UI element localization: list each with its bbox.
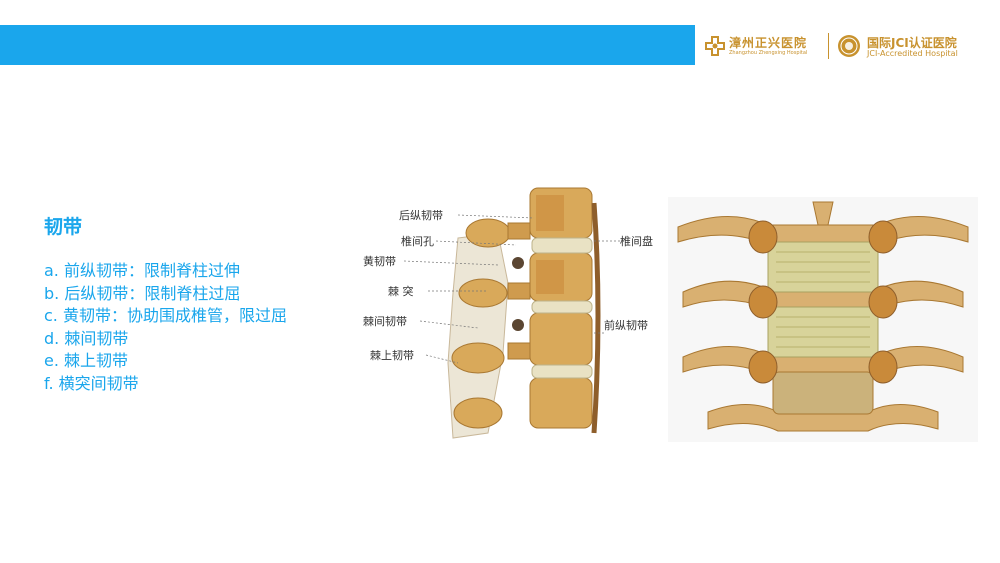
spinous-process (453, 397, 503, 429)
list-item: b. 后纵韧带：限制脊柱过屈 (44, 283, 241, 303)
ligament-list: a. 前纵韧带：限制脊柱过伸 b. 后纵韧带：限制脊柱过屈 c. 黄韧带：协助围… (44, 260, 287, 395)
vertebra-row (707, 404, 939, 432)
spine-anterior-figure (668, 197, 978, 442)
slide-title: 韧带 (44, 216, 83, 238)
jci-name: 国际JCI认证医院 (867, 36, 957, 50)
intervertebral-disc (531, 237, 593, 254)
jci-seal-icon (838, 35, 860, 57)
lamina (458, 278, 508, 308)
label-intervertebral-foramen: 椎间孔 (401, 234, 434, 248)
label-interspinous: 棘间韧带 (363, 315, 407, 328)
list-item: e. 棘上韧带 (44, 351, 129, 370)
hospital-cross-icon (705, 36, 725, 56)
label-posterior-longitudinal: 后纵韧带 (399, 209, 443, 222)
jci-name-en: JCI-Accredited Hospital (867, 49, 958, 58)
ligament-band (767, 306, 879, 358)
logo-area: 漳州正兴医院 Zhangzhou Zhengxing Hospital 国际JC… (697, 25, 1000, 65)
header-bar (0, 25, 695, 65)
list-item: f. 横突间韧带 (44, 373, 139, 393)
label-anterior-longitudinal: 前纵韧带 (604, 318, 648, 332)
hospital-name-en: Zhangzhou Zhengxing Hospital (729, 50, 808, 56)
list-item: a. 前纵韧带：限制脊柱过伸 (44, 261, 240, 280)
label-ligamentum-flavum: 黄韧带 (363, 254, 396, 268)
spinous-process (451, 342, 505, 374)
spine-sagittal-figure: 后纵韧带 椎间孔 黄韧带 棘 突 棘间韧带 棘上韧带 椎间盘 前纵韧带 (363, 187, 653, 439)
hospital-name: 漳州正兴医院 (729, 36, 808, 50)
intervertebral-disc (531, 300, 593, 314)
ligament-band (767, 241, 879, 293)
logo-divider (828, 33, 829, 59)
list-item: c. 黄韧带：协助围成椎管，限过屈 (44, 306, 287, 325)
vertebral-body (529, 377, 593, 429)
anterior-ligament (591, 202, 601, 434)
intervertebral-disc (531, 364, 593, 379)
list-item: d. 棘间韧带 (44, 328, 129, 348)
jci-logo: 国际JCI认证医院 JCI-Accredited Hospital (837, 34, 997, 60)
label-intervertebral-disc: 椎间盘 (620, 234, 653, 248)
ligament-band (772, 371, 874, 415)
hospital-logo: 漳州正兴医院 Zhangzhou Zhengxing Hospital (705, 34, 825, 60)
vertebral-body (529, 312, 593, 366)
label-spinous-process: 棘 突 (388, 284, 414, 298)
label-supraspinous: 棘上韧带 (370, 349, 414, 362)
